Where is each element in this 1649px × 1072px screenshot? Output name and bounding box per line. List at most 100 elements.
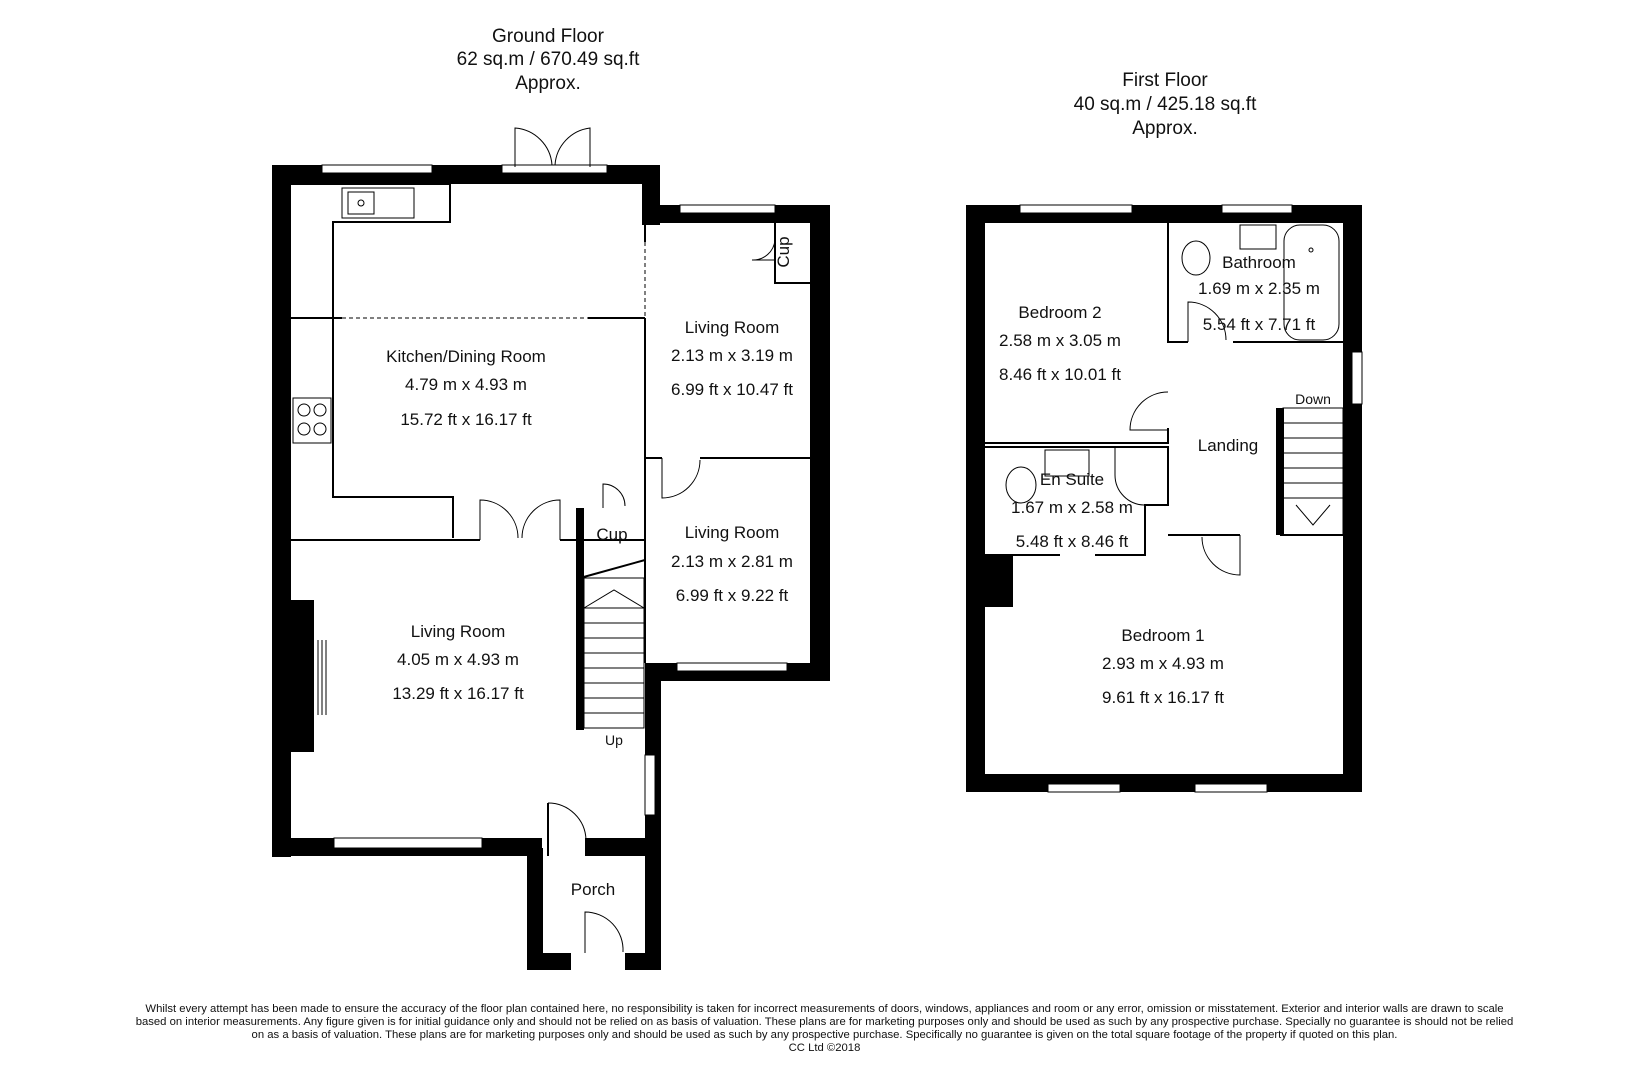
room-name: Living Room: [685, 318, 780, 337]
room-imperial: 13.29 ft x 16.17 ft: [392, 684, 524, 703]
sink-drain-icon: [357, 199, 365, 207]
french-door-left: [514, 127, 553, 167]
cupboard-label: Cup: [774, 236, 793, 267]
toilet-icon: [1005, 466, 1037, 504]
copyright: CC Ltd ©2018: [788, 1042, 861, 1054]
cupboard-door: [751, 239, 776, 261]
fireplace: [291, 600, 314, 752]
room-metric: 4.79 m x 4.93 m: [405, 375, 527, 394]
window: [1221, 204, 1293, 214]
porch-door: [584, 911, 624, 953]
window: [679, 204, 776, 214]
wall-left: [272, 165, 291, 857]
first-floor-plan: Bedroom 2 2.58 m x 3.05 m 8.46 ft x 10.0…: [966, 204, 1363, 793]
room-name: Bathroom: [1222, 253, 1296, 272]
ground-floor-approx: Approx.: [515, 73, 580, 94]
window: [1194, 783, 1268, 793]
room-metric: 1.67 m x 2.58 m: [1011, 498, 1133, 517]
room-imperial: 9.61 ft x 16.17 ft: [1102, 688, 1224, 707]
staircase: [583, 577, 645, 729]
first-floor-title: First Floor: [1122, 70, 1208, 91]
disclaimer-line: Whilst every attempt has been made to en…: [145, 1003, 1504, 1015]
window: [333, 837, 483, 849]
wall-right: [810, 205, 830, 681]
porch-wall-left: [527, 848, 543, 970]
first-floor-approx: Approx.: [1132, 118, 1197, 139]
porch-wall-bottom: [527, 953, 571, 970]
window: [1351, 351, 1363, 405]
disclaimer-line: based on interior measurements. Any figu…: [135, 1016, 1514, 1028]
room-metric: 4.05 m x 4.93 m: [397, 650, 519, 669]
bath-drain-icon: [1308, 247, 1314, 253]
room-name: Kitchen/Dining Room: [386, 347, 546, 366]
kitchen-counter: [291, 183, 454, 538]
room-metric: 2.13 m x 3.19 m: [671, 346, 793, 365]
staircase: [1282, 407, 1344, 536]
room-imperial: 6.99 ft x 9.22 ft: [676, 586, 789, 605]
porch-wall-right: [645, 848, 661, 970]
door: [661, 458, 701, 499]
cupboard-door: [602, 483, 626, 508]
hearth-icon: [317, 640, 327, 715]
ground-floor-heading: Ground Floor 62 sq.m / 670.49 sq.ft Appr…: [457, 26, 640, 94]
hob-ring-icon: [313, 403, 327, 417]
chimney-breast: [985, 555, 1013, 607]
window: [676, 662, 788, 672]
hob-ring-icon: [313, 422, 327, 436]
room-imperial: 6.99 ft x 10.47 ft: [671, 380, 793, 399]
wall-right: [1343, 205, 1362, 792]
stair-arrow-icon: [583, 589, 645, 609]
door-right: [521, 499, 561, 540]
room-metric: 2.58 m x 3.05 m: [999, 331, 1121, 350]
cupboard-label: Cup: [596, 525, 627, 544]
room-imperial: 8.46 ft x 10.01 ft: [999, 365, 1121, 384]
bedroom-2-door: [1129, 391, 1169, 431]
wall-bottom: [966, 774, 1362, 792]
room-name: Landing: [1198, 436, 1259, 455]
french-door-right: [554, 127, 591, 167]
bedroom-1-door: [1201, 535, 1241, 576]
door-left: [479, 499, 519, 540]
first-floor-area: 40 sq.m / 425.18 sq.ft: [1074, 94, 1257, 115]
ground-floor-title: Ground Floor: [492, 26, 605, 47]
stair-arrow-icon: [1295, 504, 1331, 526]
window: [501, 164, 608, 174]
stairs-label: Down: [1295, 391, 1331, 407]
stairs-label: Up: [605, 732, 623, 748]
room-imperial: 5.48 ft x 8.46 ft: [1016, 532, 1129, 551]
ground-floor-plan: Kitchen/Dining Room 4.79 m x 4.93 m 15.7…: [272, 127, 830, 970]
bath-icon: [1283, 224, 1340, 341]
room-name: Living Room: [685, 523, 780, 542]
room-imperial: 5.54 ft x 7.71 ft: [1203, 315, 1316, 334]
wall: [985, 428, 1169, 444]
window: [644, 754, 656, 816]
disclaimer-line: on as a basis of valuation. These plans …: [251, 1029, 1398, 1041]
porch-wall-bottom: [625, 953, 661, 970]
room-name: Bedroom 2: [1018, 303, 1101, 322]
room-name: Living Room: [411, 622, 506, 641]
bathroom-door: [1187, 301, 1227, 342]
room-metric: 1.69 m x 2.35 m: [1198, 279, 1320, 298]
bathroom-wall: [1167, 223, 1343, 343]
sink-bowl-icon: [347, 191, 375, 215]
room-name: Porch: [571, 880, 615, 899]
wall-left: [966, 205, 985, 792]
basin-icon: [1044, 449, 1090, 477]
hob-ring-icon: [297, 422, 311, 436]
room-metric: 2.93 m x 4.93 m: [1102, 654, 1224, 673]
shower-icon: [1114, 447, 1169, 506]
basin-icon: [1239, 224, 1277, 250]
room-name: En Suite: [1040, 470, 1104, 489]
toilet-icon: [1181, 240, 1211, 276]
room-name: Bedroom 1: [1121, 626, 1204, 645]
stair-wall: [1276, 408, 1284, 535]
window: [1019, 204, 1133, 214]
window: [1047, 783, 1121, 793]
hob-ring-icon: [297, 403, 311, 417]
ground-floor-area: 62 sq.m / 670.49 sq.ft: [457, 49, 640, 70]
wall-bottom-porch: [585, 838, 661, 856]
stair-wall: [576, 508, 584, 730]
front-door: [547, 802, 587, 841]
room-metric: 2.13 m x 2.81 m: [671, 552, 793, 571]
